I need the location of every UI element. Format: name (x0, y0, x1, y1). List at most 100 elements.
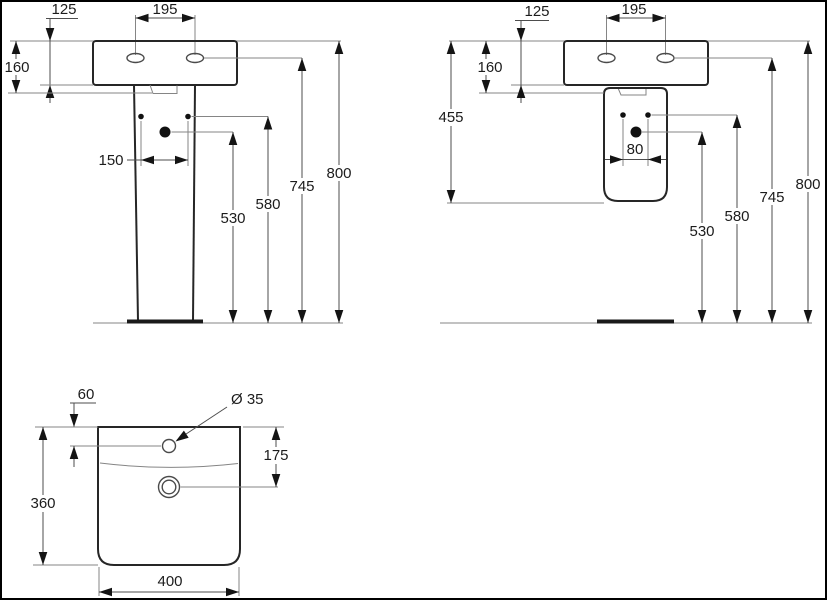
dim-label-745: 745 (759, 189, 784, 206)
front-view-semipedestal: 195 125 160 455 (436, 1, 823, 324)
arrowhead (38, 552, 48, 565)
label-mask (793, 176, 823, 192)
arrowhead (69, 446, 79, 459)
arrowhead (732, 310, 742, 323)
arrowhead (334, 310, 344, 323)
dim-195: 195 (135, 1, 195, 23)
dim-455: 455 (436, 41, 467, 203)
arrowhead (652, 13, 666, 23)
dim-label-160: 160 (4, 59, 29, 76)
arrowhead (226, 587, 239, 597)
label-mask (757, 189, 787, 205)
dim-160: 160 (2, 41, 152, 94)
fixing-hole (620, 112, 626, 118)
dim-label-400: 400 (157, 573, 182, 590)
dim-label-dia35: Ø 35 (231, 391, 264, 408)
tap-hole (161, 438, 177, 454)
label-mask (324, 165, 354, 181)
dim-label-455: 455 (438, 109, 463, 126)
arrowhead (175, 155, 188, 165)
fixing-hole (138, 113, 144, 120)
drain-hole (159, 126, 171, 138)
basin-inner-edge (99, 462, 239, 468)
dim-label-745: 745 (289, 178, 314, 195)
arrowhead (516, 85, 526, 98)
label-mask (474, 59, 505, 75)
dim-label-360: 360 (30, 495, 55, 512)
arrowhead (11, 41, 21, 54)
label-mask (2, 59, 32, 75)
dim-800: 800 (793, 41, 823, 323)
pedestal-left-edge (133, 84, 139, 322)
dim-label-175: 175 (263, 447, 288, 464)
label-mask (218, 210, 248, 226)
dim-label-125: 125 (524, 3, 549, 20)
dia-35-callout: Ø 35 (173, 391, 264, 446)
arrowhead (263, 116, 273, 130)
arrowhead (141, 155, 154, 165)
basin-plan-outline (97, 426, 241, 566)
arrowhead (69, 414, 79, 427)
arrowhead (38, 427, 48, 440)
arrowhead (803, 41, 813, 54)
dim-400: 400 (98, 567, 240, 597)
drain-hole (630, 126, 642, 138)
arrowhead (334, 41, 344, 54)
pedestal-right-edge (192, 84, 196, 322)
label-mask (27, 495, 60, 512)
dim-160: 160 (474, 41, 505, 93)
drain-outer-ring (157, 475, 181, 499)
dim-125: 125 (45, 1, 78, 103)
dim-label-530: 530 (220, 210, 245, 227)
arrowhead (803, 310, 813, 323)
label-mask (253, 196, 283, 212)
dim-80: 80 (605, 119, 666, 166)
dim-label-530: 530 (689, 223, 714, 240)
dim-580: 580 (722, 115, 752, 323)
arrowhead (767, 58, 777, 71)
dim-530: 530 (687, 132, 717, 323)
arrowhead (45, 85, 55, 98)
arrowhead (767, 310, 777, 323)
label-mask (260, 447, 293, 464)
label-mask (287, 178, 317, 194)
front-view-pedestal: 195 125 160 150 (2, 1, 354, 324)
semipedestal-outline (603, 87, 668, 202)
drain-inner-ring (161, 479, 177, 495)
dim-125: 125 (515, 3, 550, 103)
dim-label-800: 800 (795, 176, 820, 193)
arrowhead (697, 310, 707, 323)
tap-hole (185, 52, 205, 64)
label-mask (687, 223, 717, 239)
dim-150: 150 (98, 121, 189, 169)
arrowhead (481, 41, 491, 54)
dim-label-580: 580 (255, 196, 280, 213)
arrowhead (263, 310, 273, 323)
dim-label-800: 800 (326, 165, 351, 182)
dim-745: 745 (757, 58, 787, 323)
fixing-hole (645, 112, 651, 118)
dim-label-195: 195 (152, 1, 177, 18)
dim-360: 360 (27, 426, 98, 566)
basin-outline (92, 40, 238, 86)
arrowhead (516, 28, 526, 41)
arrowhead (697, 132, 707, 145)
arrowhead (297, 310, 307, 323)
dim-label-60: 60 (78, 386, 95, 403)
dim-label-580: 580 (724, 208, 749, 225)
label-mask (722, 208, 752, 224)
arrowhead (135, 13, 149, 23)
dim-60: 60 (69, 386, 96, 467)
arrowhead (228, 132, 238, 145)
arrowhead (446, 190, 456, 203)
dim-580: 580 (253, 116, 283, 323)
dim-label-160: 160 (477, 59, 502, 76)
arrowhead (610, 155, 623, 164)
dim-label-125: 125 (51, 1, 76, 18)
dim-label-195: 195 (621, 1, 646, 18)
dim-530: 530 (218, 132, 248, 323)
dim-label-150: 150 (98, 152, 123, 169)
arrowhead (606, 13, 620, 23)
